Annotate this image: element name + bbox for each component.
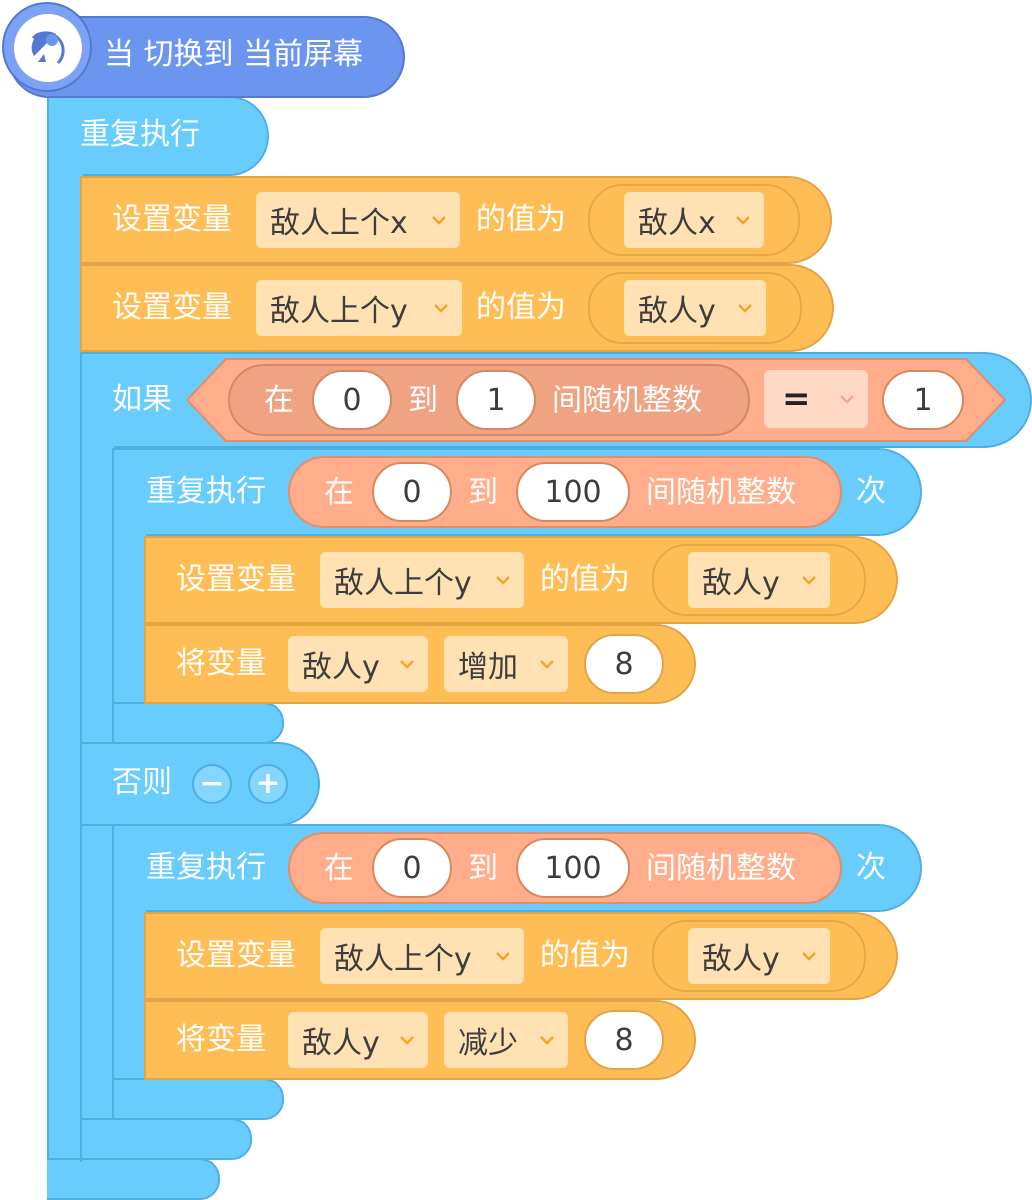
- chevron-down-icon: [432, 216, 446, 225]
- repeat-block-2-foot: [112, 1078, 284, 1120]
- forever-block-arm: [47, 150, 83, 1200]
- chevron-down-icon: [736, 216, 750, 225]
- repeat-2-random-from-input[interactable]: 0: [372, 838, 452, 898]
- repeat-2-random-to-label: 到: [468, 851, 498, 886]
- repeat-1-random-in-label: 在: [324, 475, 354, 510]
- compare-value-input[interactable]: 1: [882, 370, 964, 430]
- chevron-down-icon: [434, 304, 448, 313]
- repeat-1-random-suffix-label: 间随机整数: [646, 475, 796, 510]
- repeat-2-random-to-input[interactable]: 100: [516, 838, 630, 898]
- repeat-1-set-var-variable-dropdown[interactable]: 敌人上个y: [320, 552, 524, 608]
- chevron-down-icon: [496, 576, 510, 585]
- operator-dropdown[interactable]: =: [764, 370, 868, 428]
- repeat-2-set-var-variable-dropdown[interactable]: 敌人上个y: [320, 928, 524, 984]
- hat-icon-circle: [14, 14, 82, 82]
- repeat-1-change-var-op-value: 增加: [458, 650, 518, 685]
- chevron-down-icon: [540, 1036, 554, 1045]
- set-var-1-value-slot: [588, 184, 800, 256]
- repeat-2-change-var-op-dropdown[interactable]: 减少: [444, 1012, 568, 1068]
- if-label: 如果: [112, 382, 172, 417]
- operator-value: =: [782, 379, 811, 419]
- repeat-1-random-from-input[interactable]: 0: [372, 462, 452, 522]
- repeat-1-change-var-label: 将变量: [176, 646, 266, 681]
- set-var-2-variable-dropdown[interactable]: 敌人上个y: [256, 280, 462, 336]
- repeat-2-change-var-variable-value: 敌人y: [302, 1026, 380, 1061]
- set-var-2-label: 设置变量: [112, 290, 232, 325]
- chevron-down-icon: [738, 304, 752, 313]
- if-block-foot: [80, 1118, 252, 1160]
- repeat-2-times-label: 次: [856, 850, 886, 885]
- repeat-1-set-var-value-text: 敌人y: [702, 566, 780, 601]
- set-var-1-label: 设置变量: [112, 202, 232, 237]
- repeat-block-1-foot: [112, 702, 284, 744]
- repeat-2-set-var-label: 设置变量: [176, 938, 296, 973]
- set-var-2-value-dropdown[interactable]: 敌人y: [624, 280, 766, 336]
- if-random-in-label: 在: [264, 383, 294, 418]
- repeat-1-random-to-label: 到: [468, 475, 498, 510]
- chevron-down-icon: [400, 1036, 414, 1045]
- repeat-1-times-label: 次: [856, 474, 886, 509]
- chevron-down-icon: [802, 576, 816, 585]
- repeat-1-change-var-op-dropdown[interactable]: 增加: [444, 636, 568, 692]
- repeat-2-set-var-value-text: 敌人y: [702, 942, 780, 977]
- repeat-1-change-var-amount-input[interactable]: 8: [584, 634, 664, 694]
- repeat-2-random-suffix-label: 间随机整数: [646, 851, 796, 886]
- repeat-2-change-var-label: 将变量: [176, 1022, 266, 1057]
- repeat-2-set-var-variable-value: 敌人上个y: [334, 942, 472, 977]
- satellite-dish-icon: [31, 31, 65, 65]
- repeat-2-change-var-op-value: 减少: [458, 1026, 518, 1061]
- repeat-1-set-var-mid-label: 的值为: [540, 562, 630, 597]
- chevron-down-icon: [496, 952, 510, 961]
- set-var-2-value-slot: [588, 272, 802, 344]
- repeat-2-set-var-value-dropdown[interactable]: 敌人y: [688, 928, 830, 984]
- set-var-2-variable-value: 敌人上个y: [270, 294, 408, 329]
- set-var-1-mid-label: 的值为: [476, 202, 566, 237]
- repeat-1-set-var-variable-value: 敌人上个y: [334, 566, 472, 601]
- repeat-1-label: 重复执行: [146, 474, 266, 509]
- repeat-2-change-var-amount-input[interactable]: 8: [584, 1010, 664, 1070]
- repeat-2-random-in-label: 在: [324, 851, 354, 886]
- if-random-suffix-label: 间随机整数: [552, 383, 702, 418]
- repeat-1-set-var-value-slot: [652, 544, 866, 616]
- else-minus-button[interactable]: −: [192, 764, 232, 804]
- set-var-2-value-text: 敌人y: [638, 294, 716, 329]
- if-random-from-input[interactable]: 0: [312, 370, 392, 430]
- set-var-2-mid-label: 的值为: [476, 290, 566, 325]
- set-var-1-value-dropdown[interactable]: 敌人x: [624, 192, 764, 248]
- else-label: 否则: [112, 765, 172, 800]
- set-var-1-value-text: 敌人x: [638, 206, 716, 241]
- repeat-2-label: 重复执行: [146, 850, 266, 885]
- if-random-to-label: 到: [408, 383, 438, 418]
- repeat-1-set-var-value-dropdown[interactable]: 敌人y: [688, 552, 830, 608]
- repeat-1-change-var-variable-value: 敌人y: [302, 650, 380, 685]
- forever-block-foot: [47, 1158, 220, 1200]
- else-plus-button[interactable]: +: [248, 764, 288, 804]
- hat-label: 当 切换到 当前屏幕: [104, 37, 364, 72]
- chevron-down-icon: [802, 952, 816, 961]
- forever-label: 重复执行: [80, 117, 200, 152]
- set-var-1-variable-dropdown[interactable]: 敌人上个x: [256, 192, 460, 248]
- repeat-1-change-var-variable-dropdown[interactable]: 敌人y: [288, 636, 428, 692]
- if-random-to-input[interactable]: 1: [456, 370, 536, 430]
- chevron-down-icon: [840, 395, 854, 404]
- repeat-2-set-var-value-slot: [652, 920, 866, 992]
- chevron-down-icon: [540, 660, 554, 669]
- chevron-down-icon: [400, 660, 414, 669]
- repeat-2-change-var-variable-dropdown[interactable]: 敌人y: [288, 1012, 428, 1068]
- repeat-1-set-var-label: 设置变量: [176, 562, 296, 597]
- set-var-1-variable-value: 敌人上个x: [270, 206, 408, 241]
- repeat-1-random-to-input[interactable]: 100: [516, 462, 630, 522]
- repeat-2-set-var-mid-label: 的值为: [540, 938, 630, 973]
